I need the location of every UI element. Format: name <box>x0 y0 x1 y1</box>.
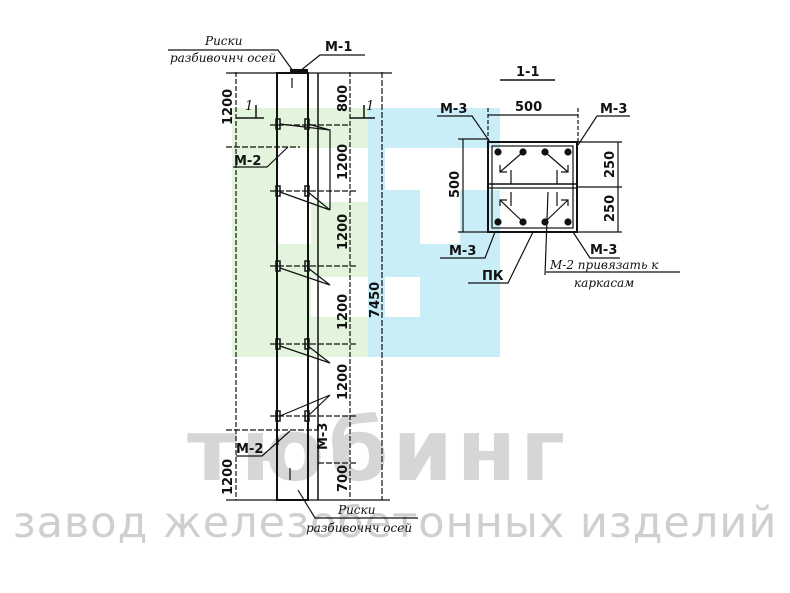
dim-total: 7450 <box>368 282 383 318</box>
mark-m3-elevation: М-3 <box>316 423 331 450</box>
section-mark-right: 1 <box>366 99 374 114</box>
watermark-brand: тюбинг <box>186 401 570 501</box>
dim-inner-1200-a: 1200 <box>336 144 351 180</box>
label-m3-top-left: М-3 <box>440 102 467 117</box>
dim-inner-1200-b: 1200 <box>336 214 351 250</box>
top-risk-note-line2: разбивочнч осей <box>170 51 276 65</box>
section-title: 1-1 <box>516 65 540 80</box>
label-pk: ПК <box>482 269 504 284</box>
section-mark-left: 1 <box>245 99 253 114</box>
section-outline <box>487 141 578 233</box>
watermark-tagline: завод железобетонных изделий <box>12 498 778 548</box>
column-outline <box>276 72 309 501</box>
bottom-risk-note-line1: Риски <box>337 503 375 517</box>
bottom-risk-note-line2: разбивочнч осей <box>306 521 412 535</box>
mark-m2-upper: М-2 <box>234 154 261 169</box>
label-m3-top-right: М-3 <box>600 102 627 117</box>
dim-inner-700: 700 <box>336 465 351 492</box>
mark-m2-lower: М-2 <box>236 442 263 457</box>
dim-inner-1200-c: 1200 <box>336 294 351 330</box>
label-m3-bottom-left: М-3 <box>449 244 476 259</box>
label-m3-bottom-right: М-3 <box>590 243 617 258</box>
dim-left-bottom: 1200 <box>221 459 236 495</box>
section-right-dim-top: 250 <box>603 151 618 178</box>
dim-inner-800: 800 <box>336 85 351 112</box>
dim-inner-1200-d: 1200 <box>336 364 351 400</box>
section-note-line2: каркасам <box>574 276 634 290</box>
section-height-dim: 500 <box>448 171 463 198</box>
section-right-dim-bottom: 250 <box>603 195 618 222</box>
mark-m1: М-1 <box>325 40 352 55</box>
section-note-line1: М-2 привязать к <box>549 258 659 272</box>
section-width-dim: 500 <box>515 100 542 115</box>
dim-left-top: 1200 <box>221 89 236 125</box>
top-risk-note-line1: Риски <box>204 34 242 48</box>
